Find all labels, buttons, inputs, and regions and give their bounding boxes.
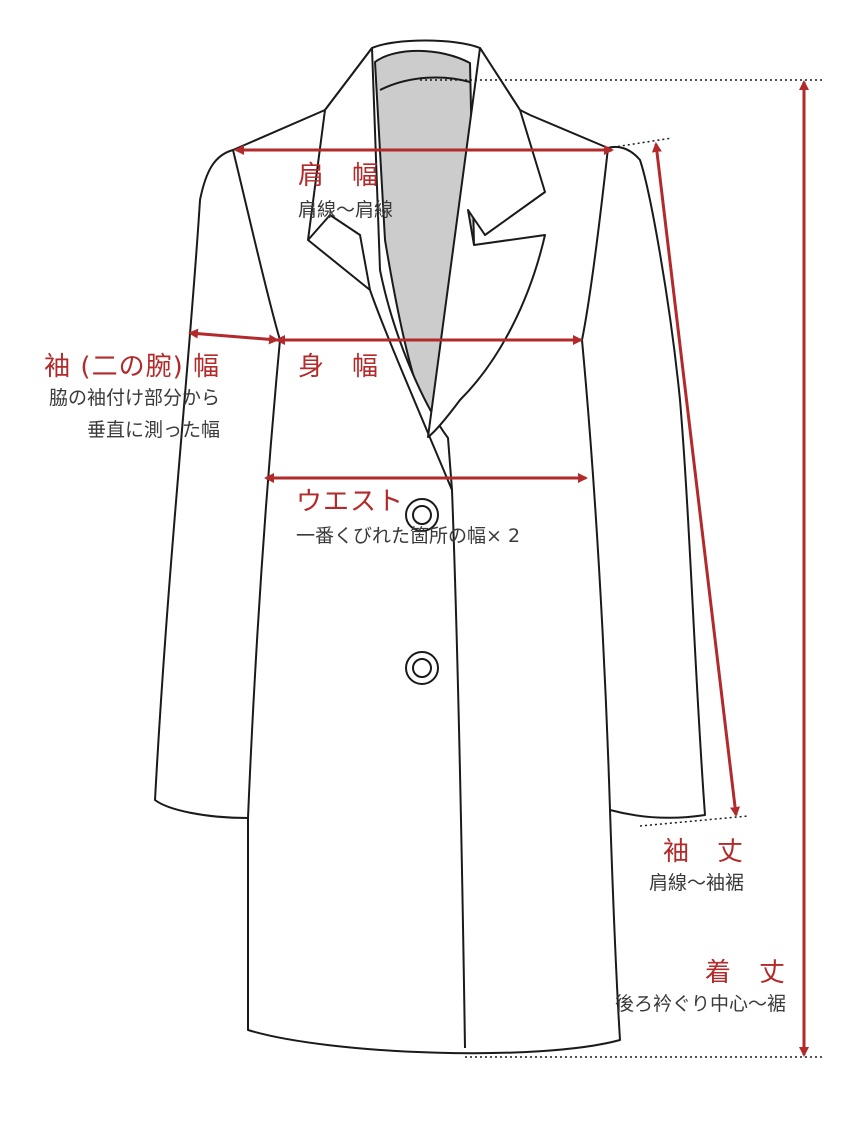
total-length-title: 着 丈 <box>704 958 786 988</box>
sleeve-length-title: 袖 丈 <box>662 837 744 867</box>
guide-shoulder <box>607 137 673 149</box>
total-length-desc: 後ろ衿ぐり中心〜裾 <box>614 993 786 1015</box>
left-sleeve-seam <box>232 149 282 819</box>
guide-cuff <box>639 815 749 827</box>
body-width-title: 身 幅 <box>298 352 380 382</box>
button-upper <box>405 498 439 532</box>
sleeve-width-arrow <box>188 328 279 345</box>
shoulder-title: 肩 幅 <box>298 161 380 191</box>
button-lower <box>405 651 439 685</box>
left-collar <box>307 47 453 491</box>
sleeve-length-desc: 肩線〜袖裾 <box>648 872 744 894</box>
shoulder-desc: 肩線〜肩線 <box>298 199 394 221</box>
sleeve-width-desc-1: 脇の袖付け部分から <box>48 387 220 409</box>
collar-fold <box>379 76 471 91</box>
waist-desc: 一番くびれた箇所の幅× 2 <box>296 525 521 547</box>
front-center-line <box>451 489 466 1049</box>
waist-title: ウエスト <box>296 487 405 517</box>
coat-body-outline <box>154 39 706 1055</box>
right-sleeve-seam <box>580 147 611 811</box>
sleeve-length-arrow <box>651 142 741 817</box>
sleeve-width-desc-2: 垂直に測った幅 <box>86 419 220 441</box>
left-lapel <box>307 214 371 291</box>
sleeve-width-title: 袖 (二の腕) 幅 <box>44 352 220 382</box>
